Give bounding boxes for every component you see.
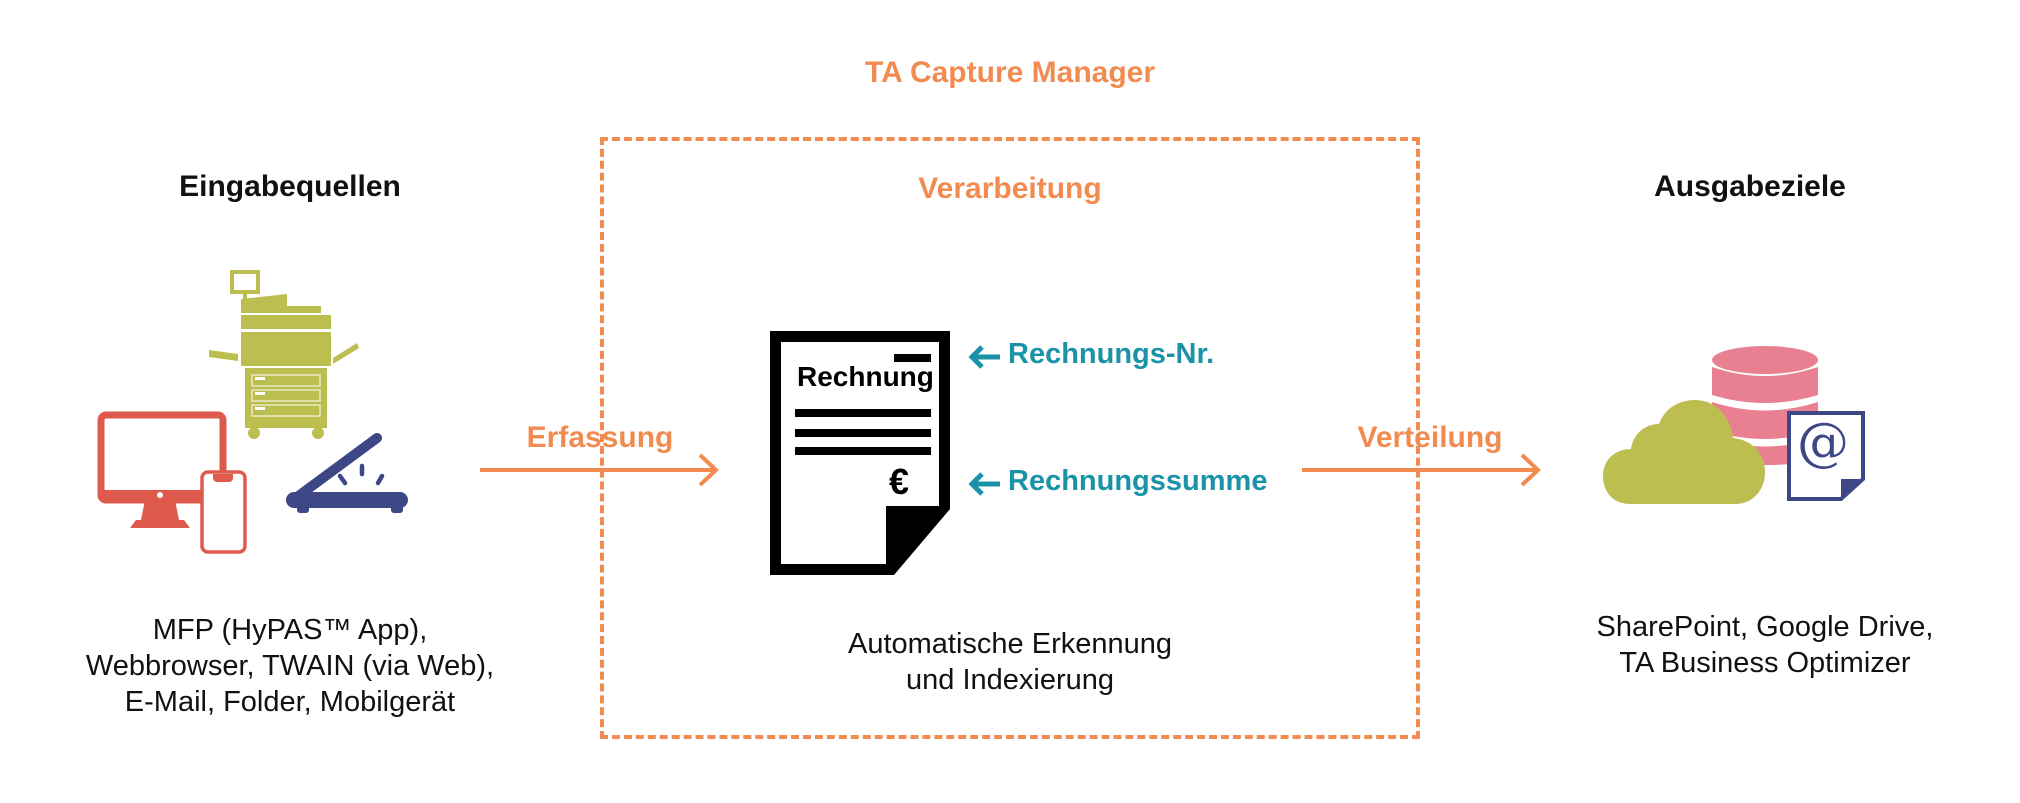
capture-flow-label: Erfassung	[526, 421, 674, 454]
email-document-icon: @	[1787, 411, 1865, 501]
monitor-icon	[97, 411, 227, 528]
field-label: Rechnungs-Nr.	[1008, 338, 1215, 370]
diagram-title: TA Capture Manager	[864, 56, 1156, 89]
capture-manager-boundary	[600, 137, 1420, 739]
invoice-title: Rechnung	[797, 361, 934, 392]
caption-line: und Indexierung	[906, 664, 1114, 696]
at-symbol: @	[1797, 413, 1849, 473]
output-targets-caption: SharePoint, Google Drive, TA Business Op…	[1540, 609, 1990, 681]
capture-arrow-icon	[480, 453, 719, 487]
cloud-icon	[1603, 400, 1765, 504]
input-sources-caption: MFP (HyPAS™ App), Webbrowser, TWAIN (via…	[40, 612, 540, 720]
caption-line: TA Business Optimizer	[1619, 647, 1911, 679]
flatbed-scanner-icon	[286, 433, 408, 513]
arrow-left-icon	[968, 472, 1000, 496]
mfp-printer-icon	[209, 270, 359, 439]
euro-symbol: €	[889, 461, 910, 502]
caption-line: E-Mail, Folder, Mobilgerät	[124, 686, 456, 718]
output-targets-heading: Ausgabeziele	[1654, 170, 1846, 203]
distribution-arrow-icon	[1302, 453, 1541, 487]
field-label: Rechnungssumme	[1008, 465, 1268, 497]
caption-line: SharePoint, Google Drive,	[1596, 611, 1934, 643]
processing-heading: Verarbeitung	[918, 172, 1102, 205]
input-sources-heading: Eingabequellen	[179, 170, 401, 203]
caption-line: MFP (HyPAS™ App),	[152, 614, 428, 646]
caption-line: Webbrowser, TWAIN (via Web),	[85, 650, 495, 682]
arrow-left-icon	[968, 345, 1000, 369]
caption-line: Automatische Erkennung	[847, 628, 1173, 660]
distribution-flow-label: Verteilung	[1357, 421, 1503, 454]
processing-caption: Automatische Erkennung und Indexierung	[780, 626, 1240, 698]
invoice-document-icon: Rechnung €	[770, 331, 960, 575]
smartphone-icon	[200, 470, 247, 554]
